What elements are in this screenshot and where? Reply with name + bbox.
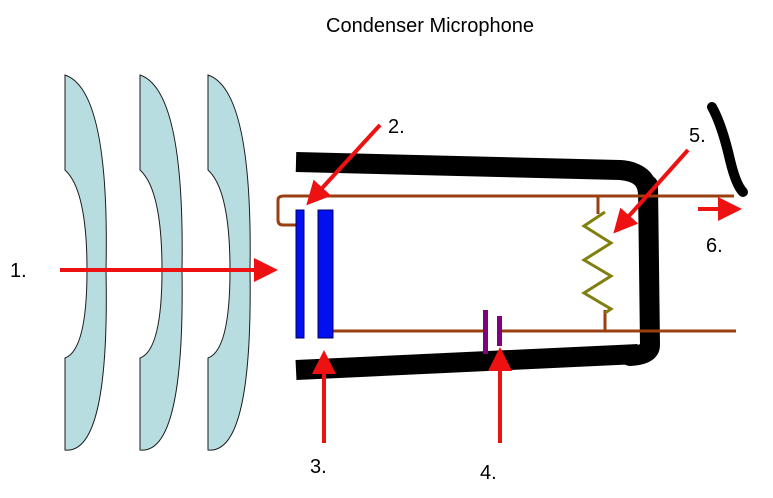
sound-wave-3 <box>207 74 251 451</box>
label-4: 4. <box>480 462 497 484</box>
label-6: 6. <box>706 235 723 257</box>
diagram-title: Condenser Microphone <box>326 15 534 37</box>
label-2: 2. <box>388 116 405 138</box>
sound-wave-2 <box>139 74 183 451</box>
arrow-2-diaphragm <box>306 123 382 206</box>
circuit-wires <box>276 194 736 333</box>
back-plate <box>317 209 334 339</box>
capacitor-plates <box>295 209 334 339</box>
arrow-5-resistor <box>613 148 690 234</box>
battery <box>483 310 502 354</box>
label-3: 3. <box>310 456 327 478</box>
top-wire <box>276 194 734 227</box>
battery-short-plate <box>497 316 502 346</box>
resistor <box>581 210 614 315</box>
callout-arrows <box>60 123 742 443</box>
housing-bottom-wall <box>295 344 639 380</box>
housing-top-wall <box>295 152 658 196</box>
label-1: 1. <box>10 260 27 282</box>
output-cable <box>707 102 748 197</box>
sound-waves <box>64 74 251 451</box>
battery-long-plate <box>483 310 488 354</box>
sound-wave-1 <box>64 74 107 451</box>
label-5: 5. <box>689 125 706 147</box>
diaphragm-plate <box>295 209 305 339</box>
microphone-housing <box>295 152 661 380</box>
